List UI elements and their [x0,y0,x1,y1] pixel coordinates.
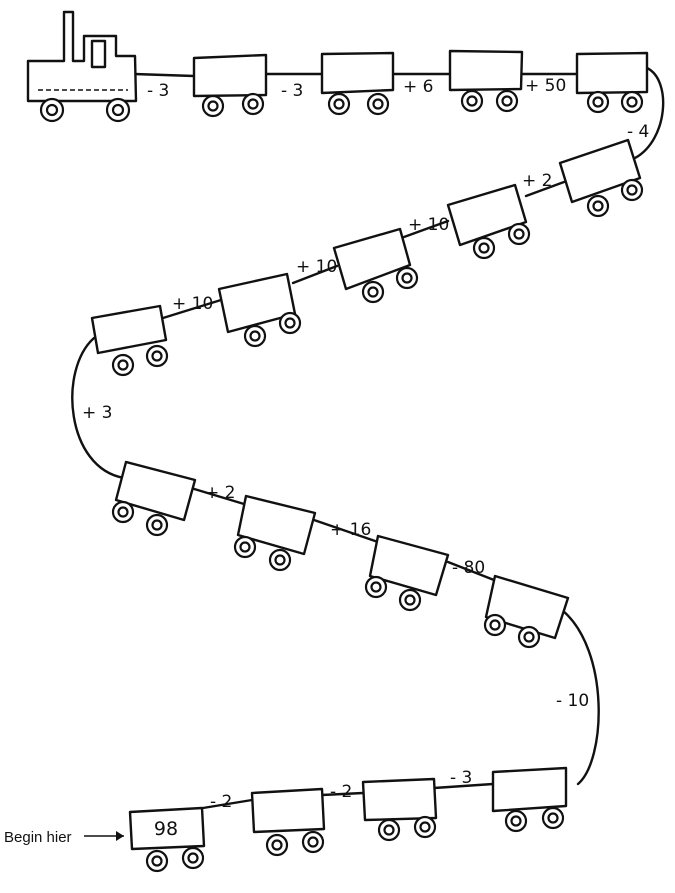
car-17 [250,787,326,857]
start-value: 98 [154,818,178,840]
car-15 [491,766,568,833]
start-label: Begin hier [4,829,72,846]
step-label-6: + 16 [330,520,371,540]
car-11 [111,460,197,537]
car-4 [448,49,524,113]
car-8 [332,227,419,304]
step-label-15: + 6 [403,77,433,97]
car-3 [320,51,395,116]
step-label-7: + 2 [205,483,235,503]
car-12 [233,494,317,572]
car-7 [446,183,531,260]
step-label-16: - 3 [281,81,303,101]
coupling-lines [71,66,665,810]
step-label-8: + 3 [82,403,112,423]
step-label-5: - 80 [452,558,485,578]
arrow-right-icon [116,831,124,841]
step-label-13: - 4 [627,122,649,142]
step-label-3: - 3 [450,768,472,788]
locomotive-wheels [39,97,131,123]
step-label-12: + 2 [522,171,552,191]
start-marker: Begin hier [4,829,124,846]
car-5 [575,51,649,114]
step-label-14: + 50 [525,76,566,96]
car-16 [361,777,438,842]
step-label-17: - 3 [147,81,169,101]
car-2 [192,53,268,118]
step-label-1: - 2 [210,792,232,812]
step-label-11: + 10 [408,215,449,235]
step-label-4: - 10 [556,691,589,711]
car-9 [217,272,302,348]
car-14 [483,574,570,649]
car-start: 98 [128,806,206,873]
car-6 [558,138,644,218]
step-label-10: + 10 [296,257,337,277]
step-labels: - 2 - 2 - 3 - 10 - 80 + 16 + 2 + 3 + 10 … [82,76,649,812]
car-13 [364,534,450,612]
step-label-2: - 2 [330,782,352,802]
step-label-9: + 10 [172,294,213,314]
car-10 [90,304,169,377]
locomotive [26,10,138,123]
